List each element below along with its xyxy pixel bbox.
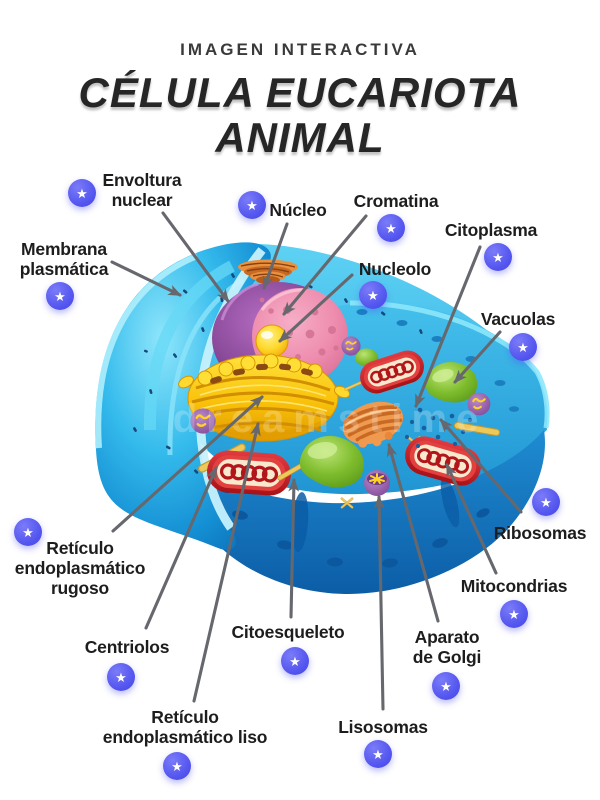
- hotspot-nucleolo[interactable]: ★: [359, 281, 387, 309]
- pointer-line-centriolos: [144, 466, 218, 630]
- pointer-line-citoplasma: [414, 245, 482, 408]
- pointer-line-membrana-plasmatica: [110, 260, 182, 297]
- star-icon: ★: [115, 669, 127, 685]
- vacuole-graphic: [425, 361, 478, 403]
- page-title: CÉLULA EUCARIOTA ANIMAL: [0, 70, 600, 160]
- watermark: dreamstime: [173, 397, 488, 441]
- hotspot-vacuolas[interactable]: ★: [509, 333, 537, 361]
- golgi-apparatus-top-graphic: [238, 259, 298, 293]
- star-icon: ★: [367, 287, 379, 303]
- label-ribosomas: Ribosomas: [493, 522, 587, 543]
- pointer-line-citoesqueleto: [288, 477, 300, 619]
- pointer-lines: [110, 211, 523, 711]
- star-icon: ★: [517, 339, 529, 355]
- label-reticulo-endoplasmatico-liso: Retículo endoplasmático liso: [102, 706, 268, 747]
- pointer-line-nucleolo: [278, 273, 354, 343]
- er-cisternae: [197, 353, 323, 386]
- label-lisosomas: Lisosomas: [338, 716, 428, 737]
- star-icon: ★: [492, 249, 504, 265]
- hotspot-mitocondrias[interactable]: ★: [500, 600, 528, 628]
- star-icon: ★: [540, 494, 552, 510]
- pointer-line-mitocondrias: [445, 463, 498, 575]
- pointer-line-reticulo-endoplasmatico-liso: [192, 422, 261, 703]
- star-icon: ★: [289, 653, 301, 669]
- pointer-line-envoltura-nuclear: [161, 211, 230, 303]
- hotspot-cromatina[interactable]: ★: [377, 214, 405, 242]
- pointer-line-lisosomas: [373, 494, 385, 711]
- star-icon: ★: [22, 524, 34, 540]
- pointer-line-vacuolas: [453, 330, 502, 384]
- hotspot-ribosomas[interactable]: ★: [532, 488, 560, 516]
- pointer-line-ribosomas: [439, 418, 523, 514]
- pointer-line-nucleo: [262, 222, 289, 290]
- hotspot-reticulo-endoplasmatico-rugoso[interactable]: ★: [14, 518, 42, 546]
- label-vacuolas: Vacuolas: [480, 308, 556, 329]
- star-icon: ★: [440, 678, 452, 694]
- hotspot-aparato-de-golgi[interactable]: ★: [432, 672, 460, 700]
- label-citoplasma: Citoplasma: [444, 219, 538, 240]
- vacuole-graphic: [296, 431, 368, 492]
- label-mitocondrias: Mitocondrias: [460, 575, 568, 596]
- label-reticulo-endoplasmatico-rugoso: Retículo endoplasmático rugoso: [14, 537, 146, 599]
- label-aparato-de-golgi: Aparato de Golgi: [412, 626, 482, 667]
- hotspot-reticulo-endoplasmatico-liso[interactable]: ★: [163, 752, 191, 780]
- hotspot-envoltura-nuclear[interactable]: ★: [68, 179, 96, 207]
- star-icon: ★: [54, 288, 66, 304]
- star-icon: ★: [508, 606, 520, 622]
- pointer-line-aparato-de-golgi: [386, 443, 440, 623]
- lysosome-open-graphic: [364, 470, 390, 496]
- label-cromatina: Cromatina: [353, 190, 439, 211]
- star-icon: ★: [246, 197, 258, 213]
- hotspot-citoesqueleto[interactable]: ★: [281, 647, 309, 675]
- star-icon: ★: [385, 220, 397, 236]
- hotspot-centriolos[interactable]: ★: [107, 663, 135, 691]
- front-groove: [440, 476, 460, 528]
- hotspot-nucleo[interactable]: ★: [238, 191, 266, 219]
- golgi-apparatus-graphic: [342, 401, 404, 448]
- pointer-line-reticulo-endoplasmatico-rugoso: [111, 395, 264, 533]
- kicker-text: IMAGEN INTERACTIVA: [180, 40, 420, 59]
- hotspot-lisosomas[interactable]: ★: [364, 740, 392, 768]
- title-line-1: CÉLULA EUCARIOTA: [78, 69, 522, 116]
- title-line-2: ANIMAL: [215, 114, 385, 161]
- star-icon: ★: [76, 185, 88, 201]
- label-membrana-plasmatica: Membrana plasmática: [19, 238, 109, 279]
- star-icon: ★: [171, 758, 183, 774]
- pointer-line-cromatina: [282, 214, 368, 316]
- label-citoesqueleto: Citoesqueleto: [231, 621, 345, 642]
- label-centriolos: Centriolos: [84, 636, 170, 657]
- star-icon: ★: [372, 746, 384, 762]
- front-groove: [291, 492, 309, 552]
- hotspot-membrana-plasmatica[interactable]: ★: [46, 282, 74, 310]
- label-nucleo: Núcleo: [269, 199, 327, 220]
- nucleolus-graphic: [255, 324, 289, 358]
- hotspot-citoplasma[interactable]: ★: [484, 243, 512, 271]
- label-nucleolo: Nucleolo: [358, 258, 432, 279]
- label-envoltura-nuclear: Envoltura nuclear: [102, 169, 182, 210]
